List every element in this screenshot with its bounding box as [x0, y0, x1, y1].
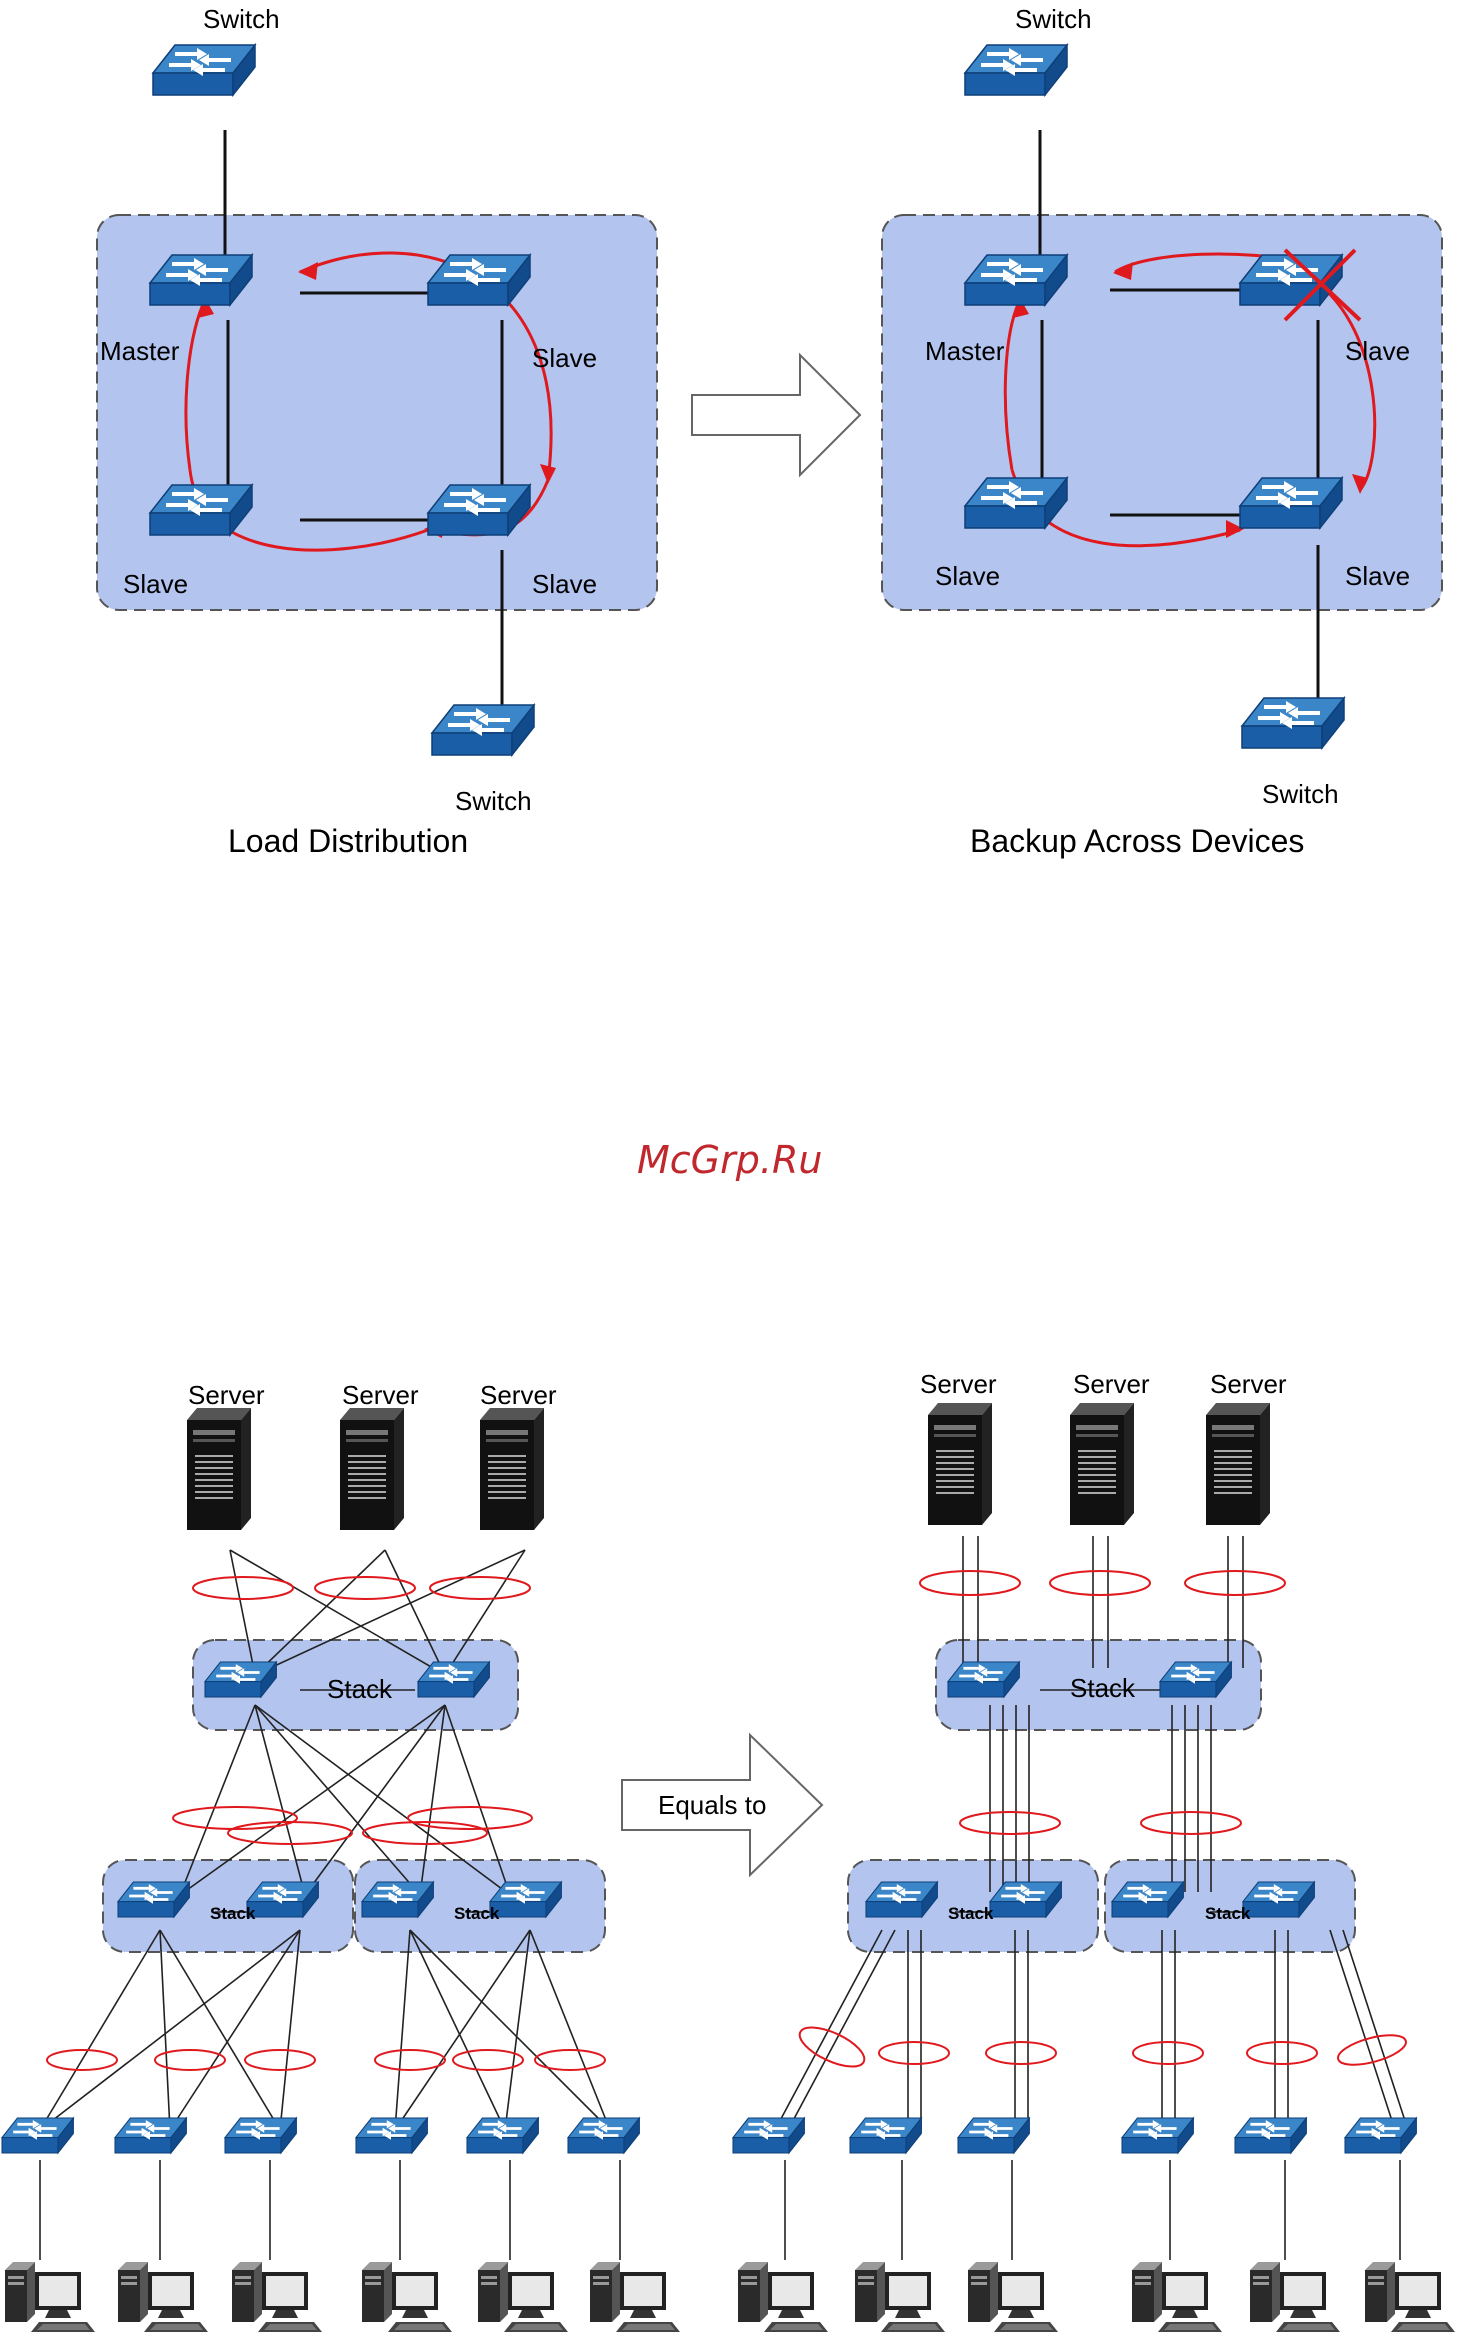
computer-icon [855, 2262, 945, 2332]
switch-icon [2, 2118, 73, 2153]
switch-icon [1122, 2118, 1193, 2153]
switch-icon [965, 255, 1067, 305]
slave-label: Slave [935, 561, 1000, 591]
load-distribution-diagram: Switch Master Slave Slave Slave Switch L… [97, 4, 657, 859]
switch-icon [150, 255, 252, 305]
switch-icon [247, 1882, 318, 1917]
switch-icon [418, 1662, 489, 1697]
server-icon [1206, 1403, 1270, 1525]
switch-icon [428, 485, 530, 535]
switch-icon [428, 255, 530, 305]
switch-icon [150, 485, 252, 535]
stack-label: Stack [1070, 1673, 1136, 1703]
slave-label: Slave [123, 569, 188, 599]
switch-icon [990, 1882, 1061, 1917]
stack-area [882, 215, 1442, 610]
stack-label: Stack [948, 1904, 994, 1923]
server-label: Server [920, 1369, 997, 1399]
switch-icon [432, 705, 534, 755]
computer-icon [362, 2262, 452, 2332]
master-label: Master [925, 336, 1005, 366]
computer-icon [590, 2262, 680, 2332]
computer-icon [1250, 2262, 1340, 2332]
switch-icon [1160, 1662, 1231, 1697]
switch-icon [356, 2118, 427, 2153]
switch-label: Switch [203, 4, 280, 34]
switch-icon [362, 1882, 433, 1917]
server-label: Server [480, 1380, 557, 1410]
server-icon [928, 1403, 992, 1525]
slave-label: Slave [532, 343, 597, 373]
switch-icon [948, 1662, 1019, 1697]
switch-icon [153, 45, 255, 95]
equals-to-arrow: Equals to [622, 1735, 822, 1875]
switch-icon [568, 2118, 639, 2153]
slave-label: Slave [1345, 336, 1410, 366]
switch-icon [1112, 1882, 1183, 1917]
computer-icon [232, 2262, 322, 2332]
computer-icon [1132, 2262, 1222, 2332]
stack-label: Stack [454, 1904, 500, 1923]
backup-across-devices-caption: Backup Across Devices [970, 823, 1304, 859]
switch-label: Switch [1015, 4, 1092, 34]
switch-icon [866, 1882, 937, 1917]
stack-label: Stack [1205, 1904, 1251, 1923]
computer-icon [5, 2262, 95, 2332]
master-label: Master [100, 336, 180, 366]
server-label: Server [1210, 1369, 1287, 1399]
switch-label: Switch [1262, 779, 1339, 809]
computer-icon [968, 2262, 1058, 2332]
slave-label: Slave [532, 569, 597, 599]
switch-icon [1242, 698, 1344, 748]
switch-icon [205, 1662, 276, 1697]
multi-link-diagram-right: Server Server Server Stack Stack Stack [733, 1369, 1455, 2332]
switch-icon [965, 478, 1067, 528]
equals-to-label: Equals to [658, 1790, 766, 1820]
switch-icon [490, 1882, 561, 1917]
switch-icon [1243, 1882, 1314, 1917]
switch-icon [965, 45, 1067, 95]
watermark: McGrp.Ru [637, 1138, 822, 1182]
server-icon [187, 1408, 251, 1530]
switch-icon [733, 2118, 804, 2153]
switch-icon [1235, 2118, 1306, 2153]
slave-label: Slave [1345, 561, 1410, 591]
computer-icon [1365, 2262, 1455, 2332]
switch-icon [1240, 478, 1342, 528]
right-arrow-icon [692, 355, 860, 475]
load-distribution-caption: Load Distribution [228, 823, 468, 859]
computer-icon [738, 2262, 828, 2332]
switch-icon [225, 2118, 296, 2153]
switch-icon [1345, 2118, 1416, 2153]
server-icon [1070, 1403, 1134, 1525]
switch-icon [958, 2118, 1029, 2153]
server-icon [480, 1408, 544, 1530]
server-label: Server [342, 1380, 419, 1410]
switch-icon [850, 2118, 921, 2153]
multi-link-diagram-left: Server Server Server Stack Stack Stack [2, 1380, 680, 2332]
stack-label: Stack [327, 1674, 393, 1704]
switch-icon [467, 2118, 538, 2153]
stack-label: Stack [210, 1904, 256, 1923]
server-label: Server [188, 1380, 265, 1410]
computer-icon [118, 2262, 208, 2332]
switch-label: Switch [455, 786, 532, 816]
server-label: Server [1073, 1369, 1150, 1399]
server-icon [340, 1408, 404, 1530]
switch-icon [115, 2118, 186, 2153]
backup-across-devices-diagram: Switch Master Slave Slave Slave Switch B… [882, 4, 1442, 859]
computer-icon [478, 2262, 568, 2332]
switch-icon [118, 1882, 189, 1917]
